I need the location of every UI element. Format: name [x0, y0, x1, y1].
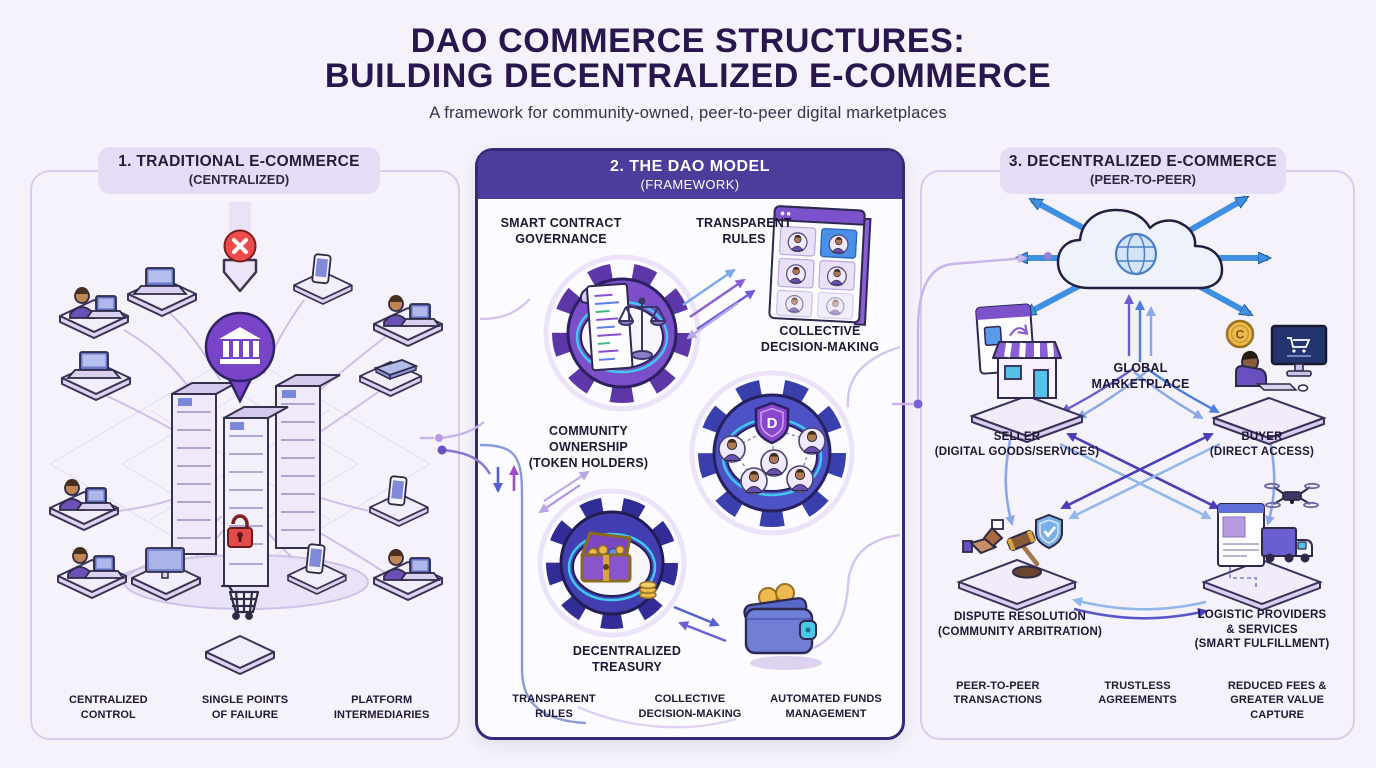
panel-dao-model: 2. THE DAO MODEL (FRAMEWORK): [475, 148, 905, 740]
coin-letter: C: [1236, 328, 1245, 342]
panel2-key-points: TRANSPARENT RULES COLLECTIVE DECISION-MA…: [486, 692, 894, 721]
label-transparent-rules: TRANSPARENT RULES: [696, 216, 792, 246]
panel3-title-pill: 3. DECENTRALIZED E-COMMERCE (PEER-TO-PEE…: [1000, 147, 1286, 194]
treasury-arrows: [673, 605, 727, 643]
panel2-title: 2. THE DAO MODEL: [609, 158, 770, 175]
buyer-icon: C: [1211, 319, 1328, 445]
coin-icon: C: [1225, 319, 1255, 349]
error-x-icon: [223, 229, 257, 263]
key-point-single-points: SINGLE POINTS OF FAILURE: [201, 694, 289, 721]
page-title-line2: BUILDING DECENTRALIZED E-COMMERCE: [324, 57, 1052, 96]
panel2-subtitle: (FRAMEWORK): [640, 177, 740, 192]
label-seller: SELLER (DIGITAL GOODS/SERVICES): [934, 431, 1100, 458]
handshake-icon: [962, 519, 1004, 554]
panel1-subtitle: (CENTRALIZED): [188, 172, 290, 187]
label-buyer: BUYER (DIRECT ACCESS): [1209, 431, 1315, 458]
gear-icon-community: D: [689, 370, 855, 536]
laptop-icon: [128, 268, 196, 316]
label-collective-decision-making: COLLECTIVE DECISION-MAKING: [760, 324, 880, 354]
logistics-icon: [1201, 482, 1323, 611]
panel-traditional-ecommerce: CENTRALIZED CONTROL SINGLE POINTS OF FAI…: [30, 170, 460, 740]
flow-rails: [479, 298, 901, 729]
user-workstation-icon: [374, 549, 442, 600]
page-title-line1: DAO COMMERCE STRUCTURES:: [410, 22, 966, 60]
tablet-icon: [360, 360, 421, 396]
panel1-illustration: [48, 202, 458, 675]
panel2-illustration: D: [479, 205, 901, 729]
shield-letter: D: [767, 415, 778, 432]
smartphone-icon: [370, 476, 428, 526]
governance-arrows: [682, 268, 756, 340]
page-header: DAO COMMERCE STRUCTURES: BUILDING DECENT…: [0, 22, 1376, 123]
server-icon: [123, 374, 369, 610]
shield-check-icon: [1035, 513, 1063, 550]
key-point-p2p-transactions: PEER-TO-PEER TRANSACTIONS: [953, 680, 1043, 707]
key-point-reduced-fees: REDUCED FEES & GREATER VALUE CAPTURE: [1227, 680, 1327, 721]
key-point-centralized-control: CENTRALIZED CONTROL: [68, 694, 148, 721]
panel-decentralized-ecommerce: C: [920, 170, 1355, 740]
ownership-flow-arrows: [493, 465, 519, 493]
shield-dao-icon: D: [754, 401, 790, 445]
member-avatar: [718, 435, 746, 463]
gear-link-arrows: [538, 470, 590, 514]
label-decentralized-treasury: DECENTRALIZED TREASURY: [572, 644, 682, 674]
user-workstation-icon: [58, 547, 126, 598]
marketplace-flow-arrows: [1060, 294, 1220, 420]
panel2-header: 2. THE DAO MODEL (FRAMEWORK): [478, 151, 902, 199]
user-workstation-icon: [50, 479, 118, 530]
panel3-title: 3. DECENTRALIZED E-COMMERCE: [1008, 153, 1278, 170]
bank-icon: [204, 311, 276, 404]
storefront-icon: [992, 341, 1062, 399]
voting-panel-icon: [768, 205, 872, 326]
gavel-icon: [1006, 529, 1040, 567]
globe-icon: [1114, 232, 1158, 276]
user-workstation-icon: [60, 287, 128, 338]
key-point-transparent-rules: TRANSPARENT RULES: [512, 693, 596, 720]
label-smart-contract-governance: SMART CONTRACT GOVERNANCE: [500, 216, 622, 246]
scales-icon: [617, 297, 667, 360]
laptop-icon: [62, 352, 130, 400]
dispute-icon: [956, 513, 1078, 611]
label-global-marketplace: GLOBAL MARKETPLACE: [1091, 361, 1190, 391]
member-avatar: [740, 467, 768, 495]
gear-icon-governance: [543, 254, 701, 412]
wallet-icon: [743, 583, 822, 670]
member-avatar: [760, 449, 788, 477]
panel1-key-points: CENTRALIZED CONTROL SINGLE POINTS OF FAI…: [40, 693, 450, 722]
scroll-icon: [579, 282, 634, 372]
gear-icon-treasury: [537, 488, 687, 638]
p2p-cross-arrows: [1004, 432, 1276, 620]
panel1-title: 1. TRADITIONAL E-COMMERCE: [118, 153, 360, 170]
smartphone-icon: [294, 254, 352, 304]
key-point-trustless-agreements: TRUSTLESS AGREEMENTS: [1098, 680, 1177, 707]
key-point-automated-funds: AUTOMATED FUNDS MANAGEMENT: [770, 693, 882, 720]
member-avatar: [786, 465, 814, 493]
page-subtitle: A framework for community-owned, peer-to…: [429, 103, 947, 122]
cart-icon: [205, 584, 275, 675]
panel1-title-pill: 1. TRADITIONAL E-COMMERCE (CENTRALIZED): [98, 147, 380, 194]
key-point-collective-decision: COLLECTIVE DECISION-MAKING: [638, 693, 742, 720]
truck-icon: [1261, 527, 1313, 563]
panel3-key-points: PEER-TO-PEER TRANSACTIONS TRUSTLESS AGRE…: [928, 679, 1347, 722]
label-community-ownership: COMMUNITY OWNERSHIP (TOKEN HOLDERS): [528, 424, 649, 470]
key-point-platform-intermediaries: PLATFORM INTERMEDIARIES: [333, 694, 430, 721]
coin-stack-icon: [639, 581, 657, 599]
drone-icon: [1264, 482, 1320, 509]
panel3-subtitle: (PEER-TO-PEER): [1090, 172, 1196, 187]
label-logistic-providers: LOGISTIC PROVIDERS & SERVICES (SMART FUL…: [1194, 609, 1330, 651]
treasure-chest-icon: [580, 531, 632, 583]
cloud-icon: [1056, 208, 1224, 290]
member-avatar: [798, 427, 826, 455]
lock-icon: [227, 514, 253, 548]
label-dispute-resolution: DISPUTE RESOLUTION (COMMUNITY ARBITRATIO…: [937, 611, 1103, 638]
monitor-icon: [1270, 324, 1328, 377]
